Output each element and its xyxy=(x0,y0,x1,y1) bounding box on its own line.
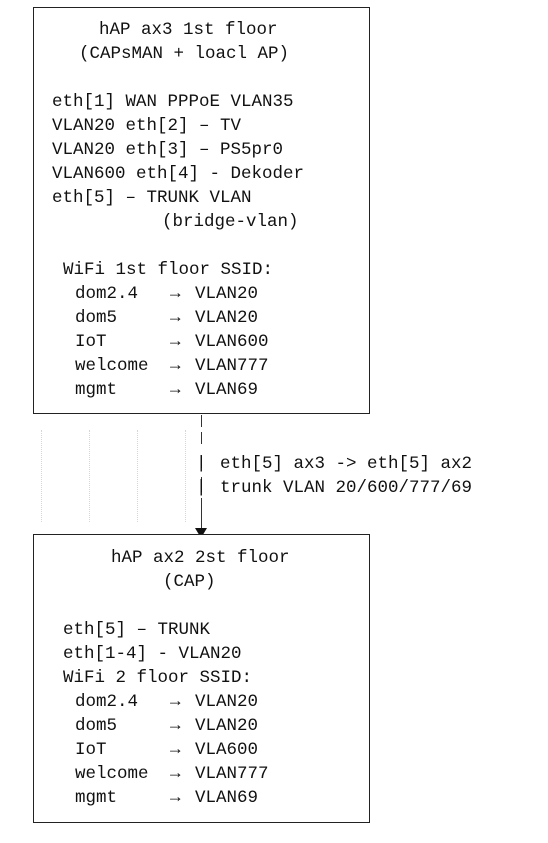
ssid-vlan: VLAN69 xyxy=(195,380,259,400)
arrow-right-icon: → xyxy=(170,356,181,376)
top-router-box xyxy=(33,7,370,414)
ssid-name: welcome xyxy=(75,356,149,376)
arrow-right-icon: → xyxy=(170,788,181,808)
arrow-right-icon: → xyxy=(170,692,181,712)
bottom-router-box xyxy=(33,534,370,823)
faint-guide-line xyxy=(89,430,90,522)
top-router-title: hAP ax3 1st floor xyxy=(99,20,278,40)
ssid-vlan: VLAN20 xyxy=(195,284,259,304)
top-port-eth2: VLAN20 eth[2] – TV xyxy=(52,116,242,136)
faint-guide-line xyxy=(41,430,42,522)
top-port-eth4: VLAN600 eth[4] - Dekoder xyxy=(52,164,305,184)
arrow-right-icon: → xyxy=(170,332,181,352)
arrow-right-icon: → xyxy=(170,716,181,736)
bottom-wifi-header: WiFi 2 floor SSID: xyxy=(63,668,253,688)
bottom-router-subtitle: (CAP) xyxy=(163,572,216,592)
faint-guide-line xyxy=(185,430,186,522)
ssid-vlan: VLAN69 xyxy=(195,788,259,808)
ssid-name: IoT xyxy=(75,740,107,760)
top-wifi-header: WiFi 1st floor SSID: xyxy=(63,260,274,280)
top-router-subtitle: (CAPsMAN + loacl AP) xyxy=(79,44,290,64)
trunk-link-line xyxy=(201,477,202,492)
bottom-port-eth1-4: eth[1-4] - VLAN20 xyxy=(63,644,242,664)
faint-guide-line xyxy=(137,430,138,522)
trunk-link-line xyxy=(201,415,202,427)
ssid-vlan: VLAN777 xyxy=(195,356,269,376)
ssid-name: welcome xyxy=(75,764,149,784)
arrow-right-icon: → xyxy=(170,284,181,304)
ssid-name: dom5 xyxy=(75,308,118,328)
ssid-name: dom2.4 xyxy=(75,692,139,712)
trunk-link-line xyxy=(201,498,202,528)
ssid-vlan: VLAN20 xyxy=(195,692,259,712)
top-port-eth5-note: (bridge-vlan) xyxy=(162,212,299,232)
arrow-right-icon: → xyxy=(170,380,181,400)
link-bar: | xyxy=(196,454,207,474)
trunk-link-line xyxy=(201,456,202,468)
ssid-name: mgmt xyxy=(75,788,118,808)
top-port-eth3: VLAN20 eth[3] – PS5pr0 xyxy=(52,140,284,160)
arrow-right-icon: → xyxy=(170,308,181,328)
bottom-router-title: hAP ax2 2st floor xyxy=(111,548,290,568)
ssid-vlan: VLAN20 xyxy=(195,716,259,736)
ssid-name: IoT xyxy=(75,332,107,352)
top-port-eth5: eth[5] – TRUNK VLAN xyxy=(52,188,252,208)
ssid-vlan: VLAN600 xyxy=(195,332,269,352)
link-bar: | xyxy=(196,478,207,498)
top-port-eth1: eth[1] WAN PPPoE VLAN35 xyxy=(52,92,294,112)
arrow-right-icon: → xyxy=(170,764,181,784)
arrow-right-icon: → xyxy=(170,740,181,760)
arrow-down-icon xyxy=(195,528,207,538)
link-label-ports: eth[5] ax3 -> eth[5] ax2 xyxy=(220,454,473,474)
ssid-vlan: VLAN777 xyxy=(195,764,269,784)
ssid-name: mgmt xyxy=(75,380,118,400)
ssid-name: dom2.4 xyxy=(75,284,139,304)
bottom-port-eth5: eth[5] – TRUNK xyxy=(63,620,211,640)
ssid-vlan: VLAN20 xyxy=(195,308,259,328)
link-label-vlans: trunk VLAN 20/600/777/69 xyxy=(220,478,473,498)
ssid-name: dom5 xyxy=(75,716,118,736)
trunk-link-line xyxy=(201,432,202,444)
ssid-vlan: VLA600 xyxy=(195,740,259,760)
